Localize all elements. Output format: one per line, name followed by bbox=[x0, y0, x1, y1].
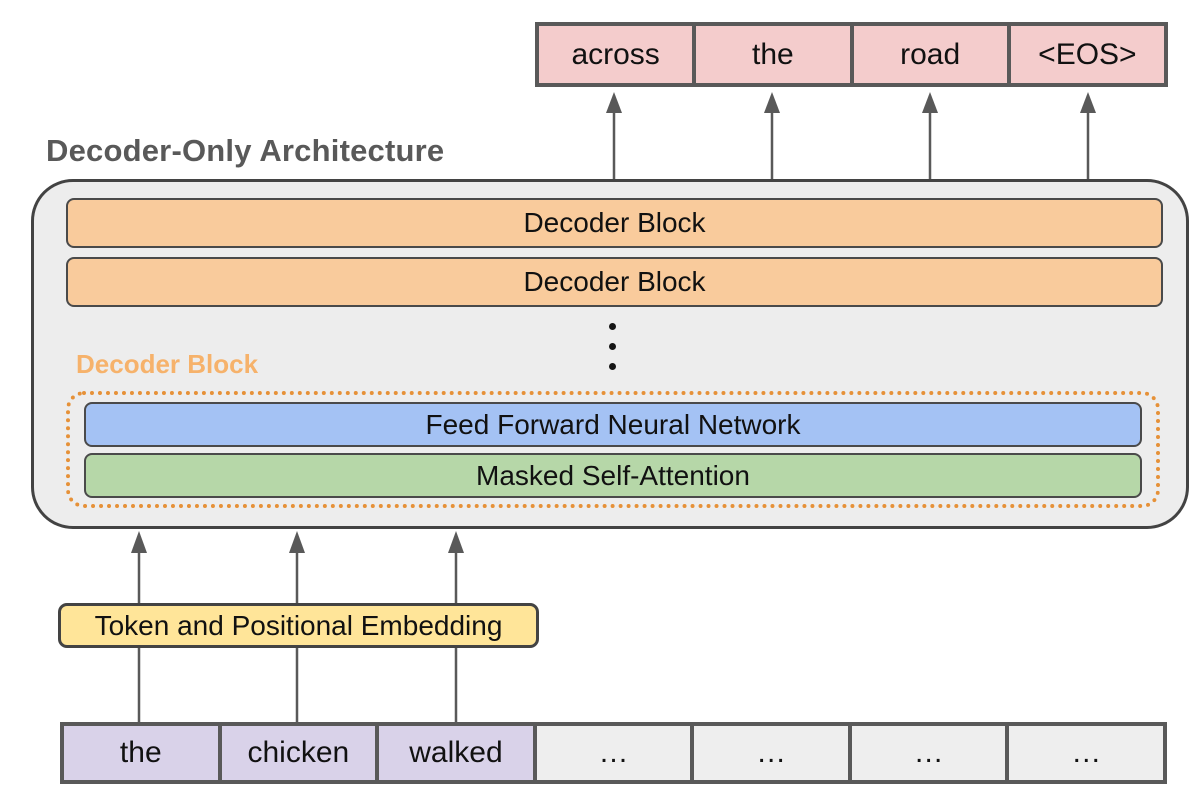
decoder-block-detail-label: Decoder Block bbox=[76, 349, 259, 379]
input-token-row: the chicken walked … … … … bbox=[60, 722, 1168, 784]
ellipsis-dot bbox=[609, 323, 616, 330]
input-token: the bbox=[60, 722, 222, 784]
output-token: <EOS> bbox=[1006, 22, 1168, 87]
output-token: the bbox=[692, 22, 854, 87]
input-token: walked bbox=[375, 722, 537, 784]
feed-forward-bar: Feed Forward Neural Network bbox=[84, 402, 1142, 447]
up-arrow bbox=[764, 92, 780, 180]
input-placeholder: … bbox=[690, 722, 852, 784]
input-placeholder: … bbox=[847, 722, 1010, 784]
decoder-block-detail-outline: Feed Forward Neural Network Masked Self-… bbox=[66, 391, 1160, 508]
output-token-row: across the road <EOS> bbox=[535, 22, 1168, 87]
up-arrow bbox=[606, 92, 622, 180]
decoder-block-bar: Decoder Block bbox=[66, 257, 1163, 307]
output-token: road bbox=[849, 22, 1011, 87]
decoder-block-bar: Decoder Block bbox=[66, 198, 1163, 248]
stack-ellipsis-dots bbox=[609, 323, 616, 370]
page-title: Decoder-Only Architecture bbox=[46, 133, 445, 168]
ellipsis-dot bbox=[609, 343, 616, 350]
decoder-container: Decoder Block Decoder Block Decoder Bloc… bbox=[31, 179, 1189, 529]
masked-self-attention-bar: Masked Self-Attention bbox=[84, 453, 1142, 498]
up-arrow bbox=[922, 92, 938, 180]
ellipsis-dot bbox=[609, 363, 616, 370]
embedding-box: Token and Positional Embedding bbox=[58, 603, 539, 648]
up-arrow bbox=[1080, 92, 1096, 180]
input-placeholder: … bbox=[1005, 722, 1168, 784]
output-token: across bbox=[535, 22, 697, 87]
input-token: chicken bbox=[217, 722, 380, 784]
input-placeholder: … bbox=[532, 722, 695, 784]
